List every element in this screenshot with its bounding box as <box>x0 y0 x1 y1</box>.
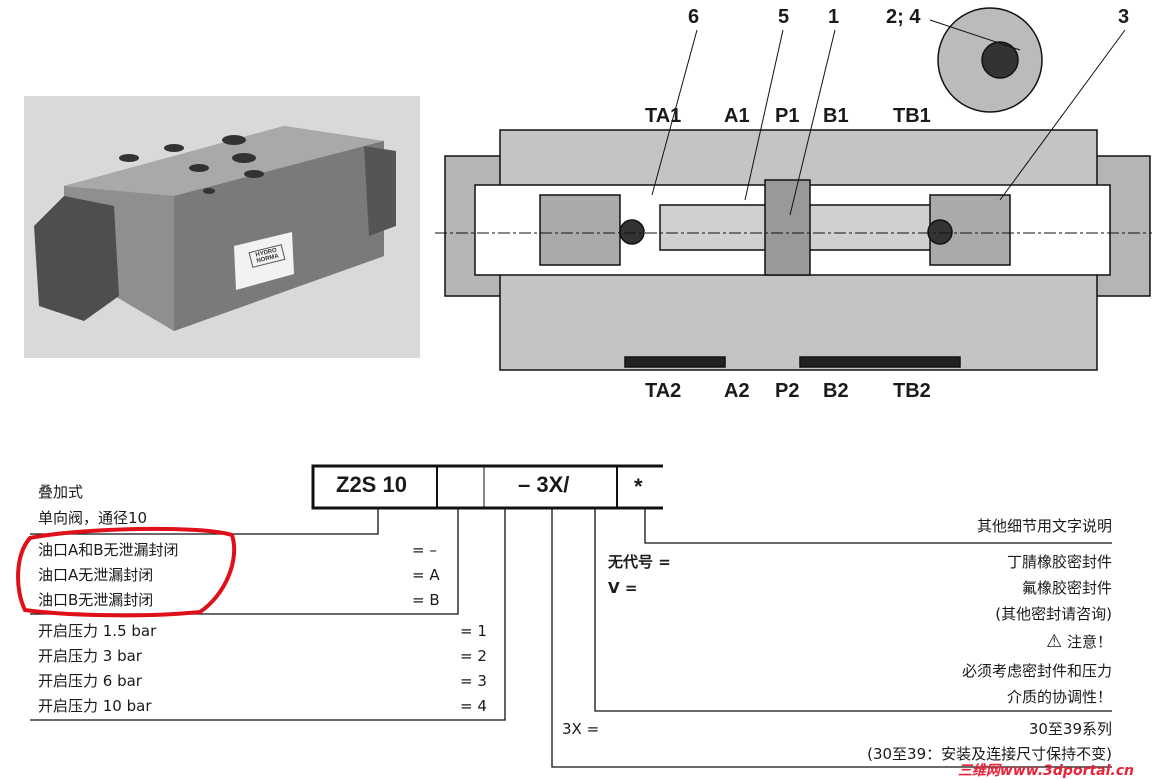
seal-other: (其他密封请咨询) <box>995 605 1112 623</box>
series-note: (30至39：安装及连接尺寸保持不变) <box>867 745 1112 763</box>
watermark: 三维网www.3dportal.cn <box>957 763 1134 779</box>
row-code: = – <box>412 541 437 559</box>
row-code: = 4 <box>460 697 487 715</box>
row-label: 开启压力 1.5 bar <box>38 622 157 640</box>
port-a2: A2 <box>724 380 750 402</box>
port-ta1: TA1 <box>645 105 682 127</box>
warning-icon: ⚠ <box>1046 631 1063 652</box>
port-b1: B1 <box>823 105 849 127</box>
row-label: 油口B无泄漏封闭 <box>38 591 154 609</box>
row-label: 开启压力 3 bar <box>38 647 142 665</box>
row-code: = B <box>412 591 440 609</box>
product-photo: HYDRO NORMA <box>24 96 420 358</box>
row-label: 单向阀，通径10 <box>38 509 148 527</box>
attention: ⚠ 注意！ <box>1046 631 1112 652</box>
row-code: = A <box>412 566 440 584</box>
seal-none-desc: 丁腈橡胶密封件 <box>1006 553 1112 571</box>
row-code: = 1 <box>460 622 487 640</box>
row-label: 叠加式 <box>38 483 84 501</box>
valve-photo-drawing <box>34 126 396 331</box>
series-code: 3X = <box>562 720 600 738</box>
attention-text: 注意！ <box>1066 633 1112 651</box>
port-ta2: TA2 <box>645 380 682 402</box>
attention-line2: 介质的协调性！ <box>1006 688 1112 706</box>
row-code: = 2 <box>460 647 487 665</box>
code-box-details: * <box>634 474 643 499</box>
port-p2: P2 <box>775 380 800 402</box>
port-p1: P1 <box>775 105 800 127</box>
port-b2: B2 <box>823 380 849 402</box>
code-box-series: – 3X/ <box>518 472 570 497</box>
code-box-type: Z2S 10 <box>336 472 407 497</box>
series-desc: 30至39系列 <box>1028 720 1112 738</box>
callout-1: 1 <box>828 6 840 28</box>
seal-none-code: 无代号 = <box>608 553 671 571</box>
row-label: 开启压力 10 bar <box>38 697 152 715</box>
row-code: = 3 <box>460 672 487 690</box>
callout-2-4: 2; 4 <box>886 6 921 28</box>
other-details: 其他细节用文字说明 <box>976 517 1112 535</box>
seal-v-code: V = <box>608 579 638 597</box>
row-label: 油口A无泄漏封闭 <box>38 566 154 584</box>
seal-v-desc: 氟橡胶密封件 <box>1021 579 1112 597</box>
port-tb2: TB2 <box>893 380 931 402</box>
callout-3: 3 <box>1118 6 1130 28</box>
port-tb1: TB1 <box>893 105 931 127</box>
port-a1: A1 <box>724 105 750 127</box>
row-label: 开启压力 6 bar <box>38 672 142 690</box>
callout-5: 5 <box>778 6 790 28</box>
row-label: 油口A和B无泄漏封闭 <box>38 541 179 559</box>
attention-line1: 必须考虑密封件和压力 <box>961 662 1112 680</box>
callout-6: 6 <box>688 6 700 28</box>
